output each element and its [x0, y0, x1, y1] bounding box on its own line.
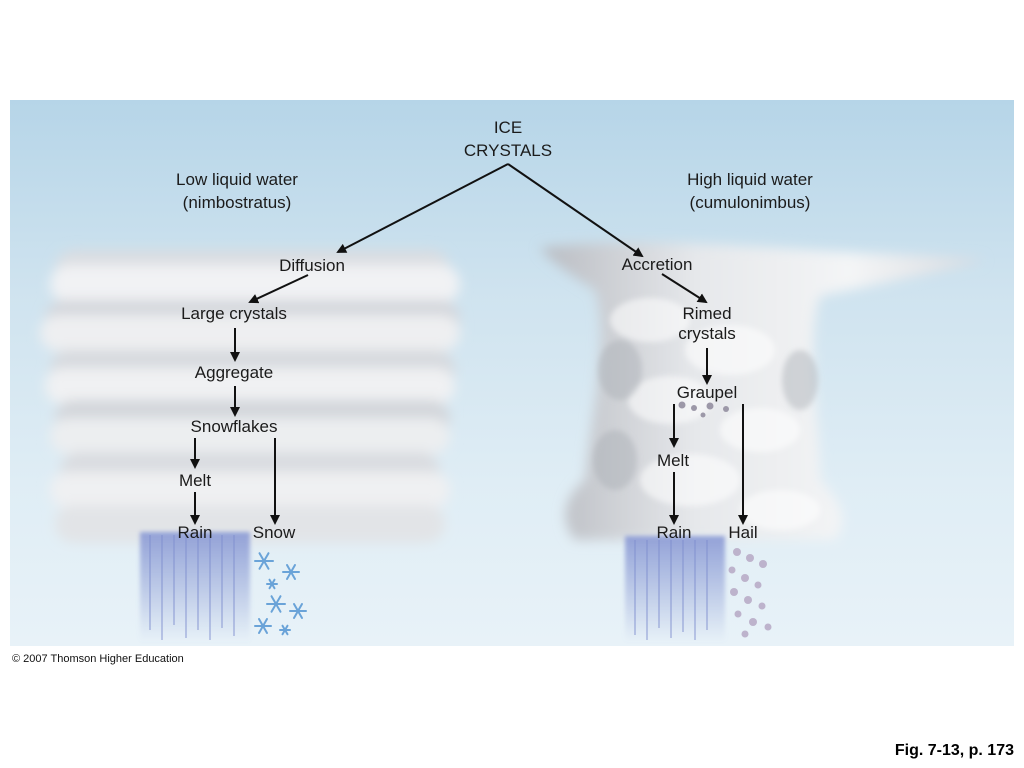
snowflake-icon — [254, 618, 272, 634]
graupel-label: Graupel — [676, 383, 738, 402]
left-melt-label: Melt — [178, 471, 212, 490]
diagram-panel: ICE CRYSTALS Low liquid water (nimbostra… — [10, 100, 1014, 646]
ice-crystals-label-line1: ICE — [493, 118, 523, 137]
figure-caption: Fig. 7-13, p. 173 — [894, 742, 1014, 759]
rimed-crystals-label: Rimed crystals — [678, 304, 736, 344]
snowflake-icon — [282, 564, 300, 580]
hail-label: Hail — [728, 523, 758, 542]
arrow-ice-to-accretion — [507, 163, 644, 258]
arrow-diffusion-to-large-crystals — [248, 274, 309, 304]
ice-crystals-label: ICE CRYSTALS — [464, 116, 552, 162]
copyright-notice: © 2007 Thomson Higher Education — [12, 653, 184, 665]
snowflake-icon — [266, 595, 286, 613]
snowflake-icon — [254, 552, 274, 570]
snow-label: Snow — [252, 523, 296, 542]
graupel-pellets — [678, 401, 729, 418]
cumulonimbus-cloud — [540, 242, 985, 540]
low-liquid-water-title: Low liquid water (nimbostratus) — [176, 168, 298, 214]
aggregate-label: Aggregate — [194, 363, 274, 382]
flow-arrows — [190, 163, 748, 525]
rimed-crystals-label-line2: crystals — [678, 324, 736, 343]
rimed-crystals-label-line1: Rimed — [682, 304, 732, 323]
hail-stones — [728, 548, 772, 638]
right-melt-label: Melt — [656, 451, 690, 470]
large-crystals-label: Large crystals — [181, 304, 287, 323]
high-liquid-water-title: High liquid water (cumulonimbus) — [687, 168, 813, 214]
arrow-ice-to-diffusion — [336, 163, 509, 253]
left-rain-streaks — [149, 535, 235, 640]
accretion-label: Accretion — [621, 255, 693, 274]
diffusion-label: Diffusion — [279, 256, 345, 275]
ice-crystals-label-line2: CRYSTALS — [463, 141, 553, 160]
right-rain-streaks — [634, 540, 708, 640]
left-rain-shaft — [140, 532, 250, 642]
nimbostratus-cloud — [40, 250, 460, 543]
left-rain-label: Rain — [177, 523, 213, 542]
snowflakes-label: Snowflakes — [190, 417, 278, 436]
low-liquid-water-title-line2: (nimbostratus) — [182, 193, 292, 212]
snowflake-icon — [266, 578, 278, 590]
right-rain-label: Rain — [656, 523, 692, 542]
right-rain-shaft — [625, 536, 725, 642]
low-liquid-water-title-line1: Low liquid water — [176, 170, 298, 189]
arrow-accretion-to-rimed-crystals — [661, 273, 708, 304]
high-liquid-water-title-line1: High liquid water — [687, 170, 813, 189]
snowflake-icon — [289, 603, 307, 619]
high-liquid-water-title-line2: (cumulonimbus) — [689, 193, 811, 212]
snowflake-icon — [279, 624, 291, 636]
snowflake-icons — [254, 552, 307, 636]
diagram-artwork — [40, 163, 985, 642]
